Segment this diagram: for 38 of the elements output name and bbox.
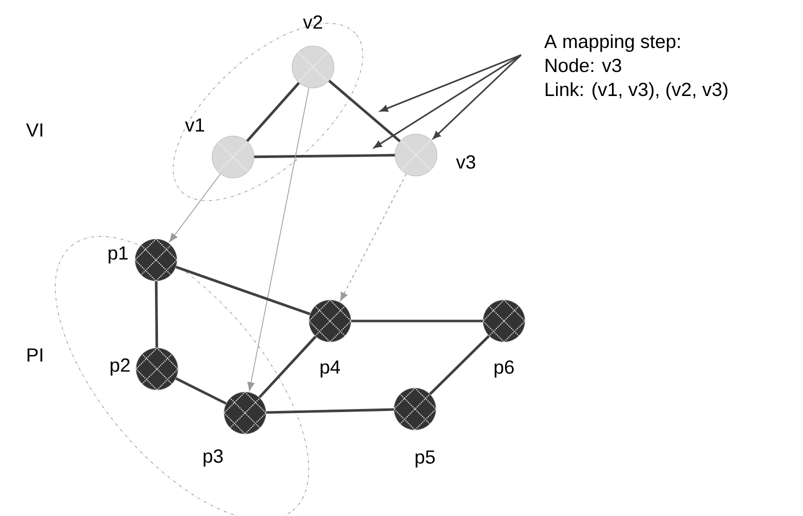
node-label: p3 [204,449,223,467]
node-label: v3 [456,155,476,169]
physical-node: p4 [308,300,352,378]
group-outline [54,236,310,516]
mapping-arrow [169,174,221,242]
link-line [176,266,310,316]
node-label: v2 [303,15,322,29]
arrow [432,54,522,140]
physical-node: p3 [204,392,266,467]
link-line [351,320,483,322]
callout-text: A mapping step: Node: v3 Link: (v1, v3), (v2, v3) [544,34,728,100]
arrow [380,54,522,112]
link-line [258,336,317,398]
physical-node: p1 [108,238,178,282]
link-line [175,377,227,405]
mapping-arrow [340,173,407,302]
link-line [254,154,395,158]
virtual-node: v3 [394,134,476,176]
link-line [266,408,394,414]
physical-node: p6 [482,300,526,378]
link-line [328,80,401,142]
node-label: p4 [320,360,340,378]
region-label: VI [26,123,42,137]
virtual-node: v1 [185,118,254,178]
node-label: v1 [185,118,204,132]
node-label: p1 [108,246,128,264]
link-line [246,82,300,142]
node-label: p5 [416,450,435,468]
arrow [374,54,522,148]
link-line [154,281,158,348]
physical-node: p2 [110,348,178,390]
virtual-node: v2 [292,15,334,88]
region-label: PI [28,348,42,362]
link-line [429,334,490,396]
physical-node: p5 [394,388,436,468]
node-label: p2 [110,358,130,376]
node-label: p6 [494,360,514,378]
mapping-arrow [247,87,310,392]
